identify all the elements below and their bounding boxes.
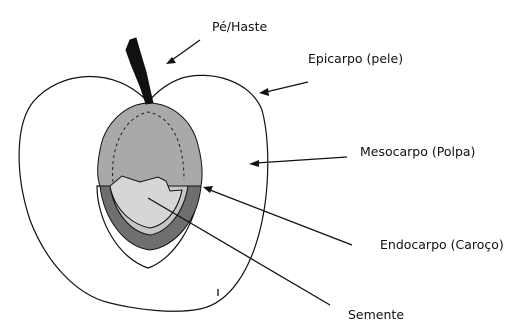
- seed-label: Semente: [348, 307, 404, 322]
- mesocarp-leader-line: [256, 157, 347, 163]
- endocarp-label: Endocarpo (Caroço): [380, 237, 504, 252]
- epicarp-arrowhead: [259, 88, 269, 96]
- mesocarp-label: Mesocarpo (Polpa): [360, 144, 475, 159]
- stem-label: Pé/Haste: [212, 19, 267, 34]
- epicarp-leader-line: [266, 82, 308, 92]
- epicarp-label: Epicarpo (pele): [308, 51, 403, 66]
- stem-leader-line: [172, 40, 200, 60]
